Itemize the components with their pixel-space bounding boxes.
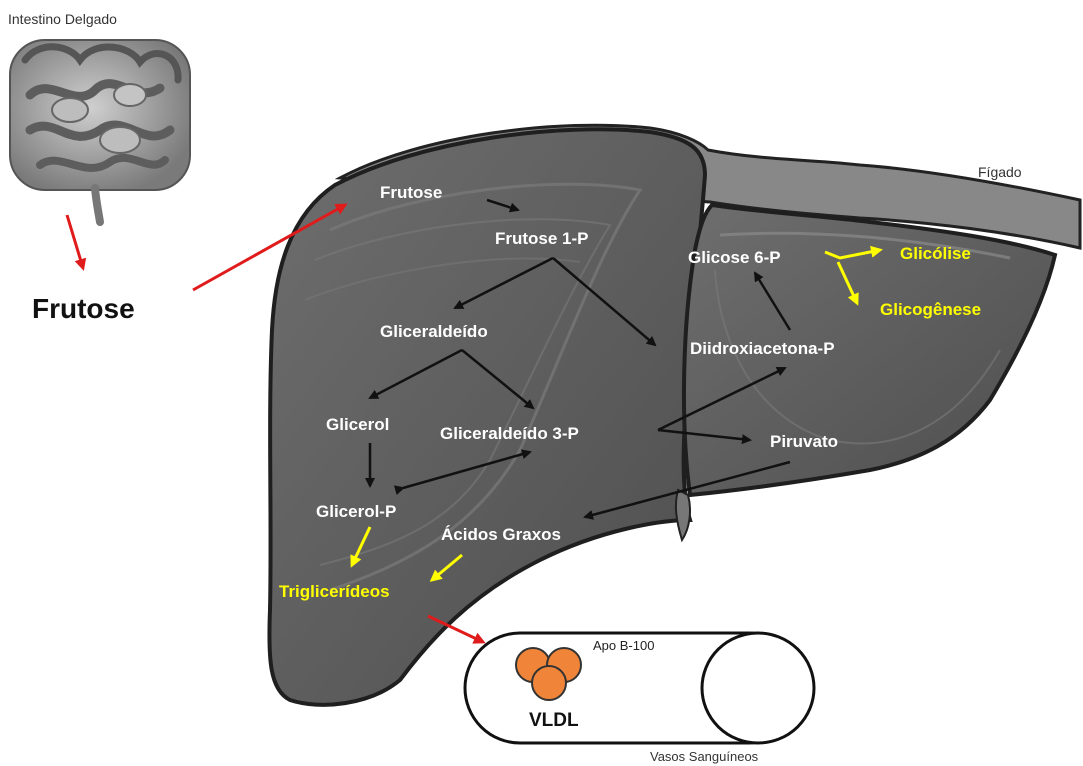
intestine-illustration xyxy=(10,40,190,222)
node-glicose-6p: Glicose 6-P xyxy=(688,248,781,267)
node-piruvato: Piruvato xyxy=(770,432,838,451)
node-glicolise: Glicólise xyxy=(900,244,971,263)
node-glicerol-p: Glicerol-P xyxy=(316,502,396,521)
arrow-gut-down xyxy=(67,215,83,268)
node-trigliceridos: Triglicerídeos xyxy=(279,582,390,601)
node-frutose-1p: Frutose 1-P xyxy=(495,229,589,248)
node-glicogenese: Glicogênese xyxy=(880,300,981,319)
label-vessels: Vasos Sanguíneos xyxy=(650,749,759,764)
liver-illustration xyxy=(269,125,1080,705)
label-apo: Apo B-100 xyxy=(593,638,654,653)
label-fructose-big: Frutose xyxy=(32,293,135,324)
node-frutose: Frutose xyxy=(380,183,442,202)
node-gliceraldeido: Gliceraldeído xyxy=(380,322,488,341)
label-intestine: Intestino Delgado xyxy=(8,11,117,27)
label-liver: Fígado xyxy=(978,164,1022,180)
node-acidos-graxos: Ácidos Graxos xyxy=(441,525,561,544)
node-gliceraldeido-3p: Gliceraldeído 3-P xyxy=(440,424,579,443)
label-vldl: VLDL xyxy=(529,710,579,731)
node-diidroxiacetona: Diidroxiacetona-P xyxy=(690,339,835,358)
node-glicerol: Glicerol xyxy=(326,415,389,434)
